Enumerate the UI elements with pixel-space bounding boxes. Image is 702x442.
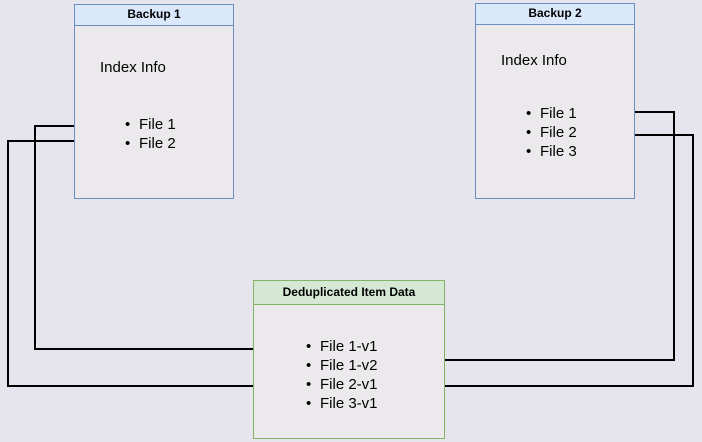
node-dedup-body: File 1-v1File 1-v2File 2-v1File 3-v1 <box>254 305 444 438</box>
list-item: File 3 <box>526 142 577 161</box>
backup-2-file-list: File 1File 2File 3 <box>526 104 577 161</box>
node-deduplicated-item-data: Deduplicated Item Data File 1-v1File 1-v… <box>253 280 445 439</box>
node-backup-1-title: Backup 1 <box>75 5 233 26</box>
backup-1-index-info-label: Index Info <box>100 59 166 76</box>
node-backup-2: Backup 2 Index Info File 1File 2File 3 <box>475 3 635 199</box>
backup-1-file-list: File 1File 2 <box>125 115 176 153</box>
node-dedup-title: Deduplicated Item Data <box>254 281 444 305</box>
node-backup-1-body: Index Info File 1File 2 <box>75 26 233 198</box>
list-item: File 3-v1 <box>306 394 378 413</box>
list-item: File 1 <box>526 104 577 123</box>
list-item: File 2-v1 <box>306 375 378 394</box>
dedup-file-list: File 1-v1File 1-v2File 2-v1File 3-v1 <box>306 337 378 413</box>
list-item: File 1-v1 <box>306 337 378 356</box>
list-item: File 2 <box>125 134 176 153</box>
node-backup-2-body: Index Info File 1File 2File 3 <box>476 25 634 198</box>
backup-2-index-info-label: Index Info <box>501 52 567 69</box>
node-backup-1: Backup 1 Index Info File 1File 2 <box>74 4 234 199</box>
list-item: File 1-v2 <box>306 356 378 375</box>
list-item: File 1 <box>125 115 176 134</box>
list-item: File 2 <box>526 123 577 142</box>
node-backup-2-title: Backup 2 <box>476 4 634 25</box>
